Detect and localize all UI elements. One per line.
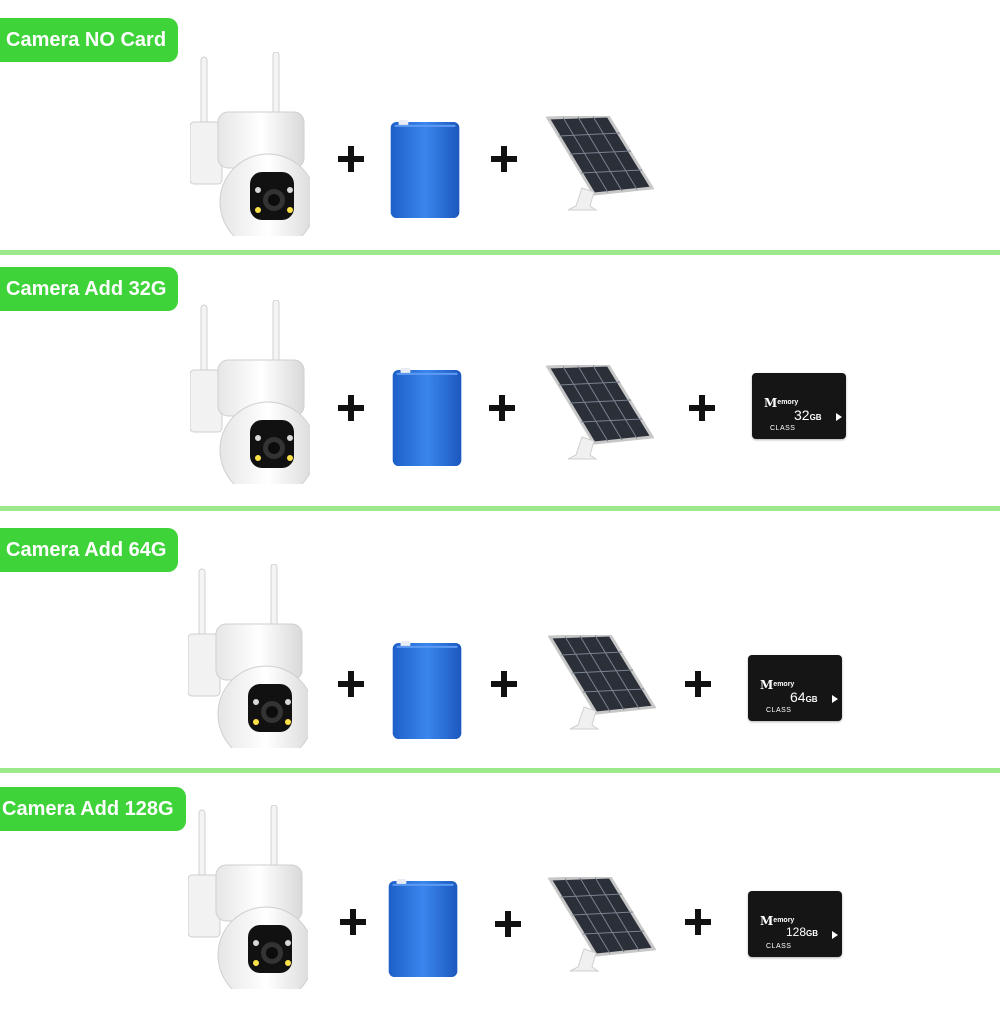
plus-icon <box>685 909 711 935</box>
plus-icon <box>491 146 517 172</box>
bundle-label: Camera NO Card <box>0 18 179 62</box>
plus-icon <box>689 395 715 421</box>
card-class: CLASS <box>766 943 792 950</box>
plus-icon <box>685 671 711 697</box>
section-divider <box>0 250 1000 255</box>
plus-icon <box>338 671 364 697</box>
battery-icon <box>390 120 461 220</box>
bundle-section-no-card: Camera NO Card <box>0 0 1000 255</box>
card-class: CLASS <box>770 425 796 432</box>
solar-panel-icon <box>548 635 656 731</box>
plus-icon <box>489 395 515 421</box>
sd-card-icon: Memory 64GB CLASS <box>748 655 842 721</box>
battery-icon <box>392 368 463 468</box>
card-capacity: 64GB <box>790 689 818 705</box>
camera-icon <box>188 564 308 748</box>
card-class: CLASS <box>766 707 792 714</box>
bundle-section-128g: Camera Add 128G Memory 128GB CLASS <box>0 773 1000 1028</box>
bundle-label: Camera Add 64G <box>0 528 179 572</box>
card-capacity: 32GB <box>794 407 822 423</box>
sd-card-icon: Memory 128GB CLASS <box>748 891 842 957</box>
camera-icon <box>190 52 310 236</box>
bundle-section-64g: Camera Add 64G Memory 64GB CLASS <box>0 511 1000 766</box>
battery-icon <box>392 641 463 741</box>
camera-icon <box>188 805 308 989</box>
plus-icon <box>495 911 521 937</box>
bundle-label: Camera Add 128G <box>0 787 186 831</box>
camera-icon <box>190 300 310 484</box>
plus-icon <box>340 909 366 935</box>
section-divider <box>0 768 1000 773</box>
section-divider <box>0 506 1000 511</box>
plus-icon <box>338 146 364 172</box>
solar-panel-icon <box>548 877 656 973</box>
solar-panel-icon <box>546 365 654 461</box>
battery-icon <box>388 879 459 979</box>
plus-icon <box>491 671 517 697</box>
plus-icon <box>338 395 364 421</box>
card-capacity: 128GB <box>786 925 819 939</box>
bundle-section-32g: Camera Add 32G Memory 32GB CLASS <box>0 255 1000 510</box>
solar-panel-icon <box>546 116 654 212</box>
sd-card-icon: Memory 32GB CLASS <box>752 373 846 439</box>
bundle-label: Camera Add 32G <box>0 267 179 311</box>
